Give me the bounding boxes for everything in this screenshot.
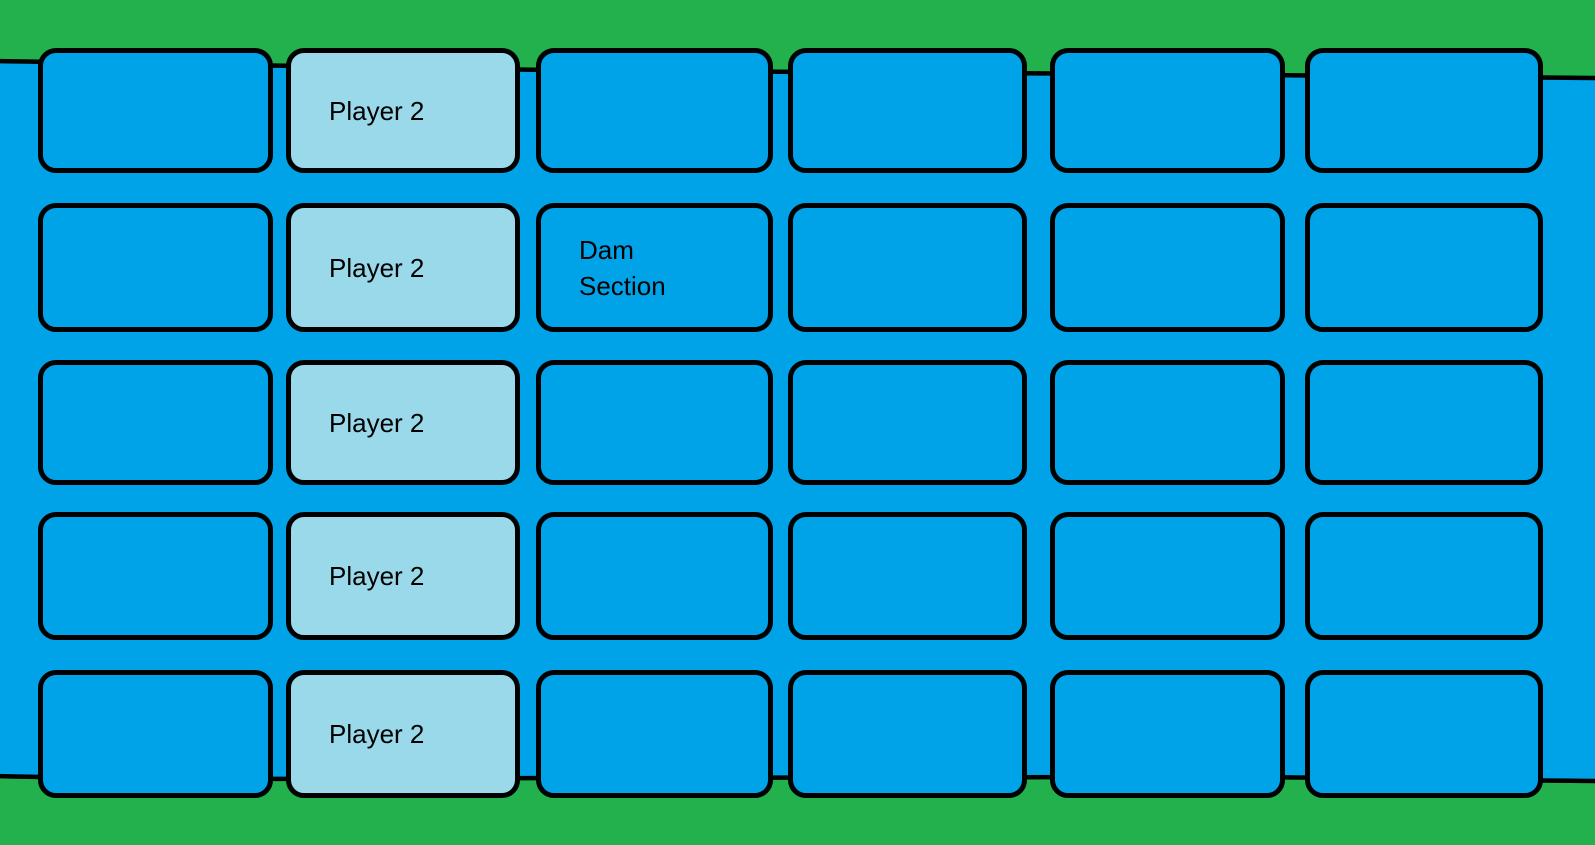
cell-r1-c6[interactable]	[1305, 48, 1543, 173]
cell-r3-c6[interactable]	[1305, 360, 1543, 485]
cell-r3-c2[interactable]: Player 2	[286, 360, 520, 485]
cell-r3-c1[interactable]	[38, 360, 273, 485]
player2-label: Player 2	[329, 561, 425, 591]
cell-r2-c3[interactable]: Dam Section	[536, 203, 773, 332]
cell-r3-c4[interactable]	[788, 360, 1027, 485]
cell-r5-c1[interactable]	[38, 670, 273, 798]
cell-r2-c1[interactable]	[38, 203, 273, 332]
cell-r5-c6[interactable]	[1305, 670, 1543, 798]
cell-r2-c4[interactable]	[788, 203, 1027, 332]
cell-r4-c6[interactable]	[1305, 512, 1543, 640]
cell-r4-c4[interactable]	[788, 512, 1027, 640]
cell-r1-c4[interactable]	[788, 48, 1027, 173]
cell-r2-c2[interactable]: Player 2	[286, 203, 520, 332]
dam-section-label: Dam Section	[579, 234, 666, 301]
cell-r1-c1[interactable]	[38, 48, 273, 173]
player2-label: Player 2	[329, 719, 425, 749]
cell-r1-c5[interactable]	[1050, 48, 1285, 173]
cell-r2-c5[interactable]	[1050, 203, 1285, 332]
cell-r5-c4[interactable]	[788, 670, 1027, 798]
cell-r1-c3[interactable]	[536, 48, 773, 173]
cell-r4-c1[interactable]	[38, 512, 273, 640]
cell-r2-c6[interactable]	[1305, 203, 1543, 332]
cell-r4-c2[interactable]: Player 2	[286, 512, 520, 640]
cell-r5-c5[interactable]	[1050, 670, 1285, 798]
player2-label: Player 2	[329, 95, 425, 126]
cell-r1-c2[interactable]: Player 2	[286, 48, 520, 173]
cell-r4-c3[interactable]	[536, 512, 773, 640]
cell-r5-c3[interactable]	[536, 670, 773, 798]
cell-r3-c3[interactable]	[536, 360, 773, 485]
cell-r3-c5[interactable]	[1050, 360, 1285, 485]
cell-r5-c2[interactable]: Player 2	[286, 670, 520, 798]
player2-label: Player 2	[329, 252, 425, 283]
cell-r4-c5[interactable]	[1050, 512, 1285, 640]
player2-label: Player 2	[329, 407, 425, 438]
